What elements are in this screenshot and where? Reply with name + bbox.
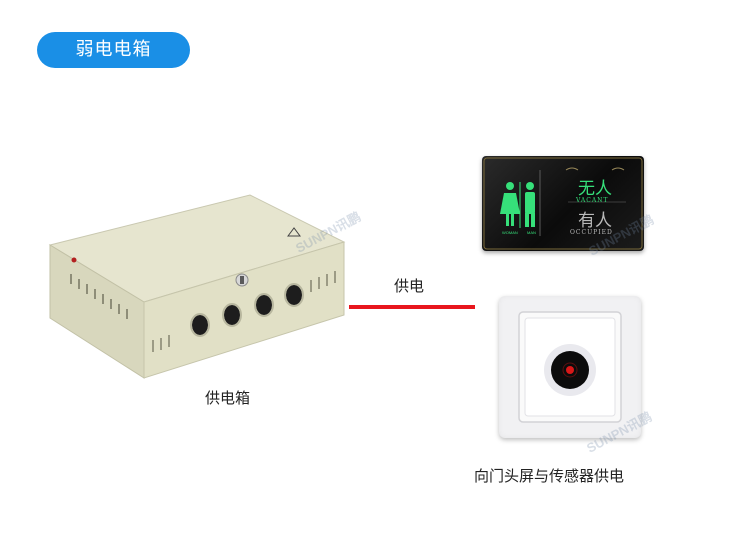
power-box-label: 供电箱 bbox=[205, 389, 251, 407]
occupied-cn-text: 有人 bbox=[578, 211, 612, 231]
section-title: 弱电电箱 bbox=[37, 32, 190, 68]
vacant-cn-text: 无人 bbox=[578, 179, 612, 199]
occupied-en-text: OCCUPIED bbox=[570, 229, 613, 236]
sensor-supply-label: 向门头屏与传感器供电 bbox=[474, 467, 625, 485]
power-supply-label: 供电 bbox=[394, 277, 425, 295]
woman-text: WOMAN bbox=[502, 230, 518, 235]
door-sign-screen: 无人 VACANT 有人 OCCUPIED WOMAN MAN bbox=[482, 156, 644, 251]
power-supply-box-image bbox=[42, 190, 347, 380]
presence-sensor-image bbox=[499, 296, 641, 438]
man-text: MAN bbox=[527, 230, 536, 235]
vacant-en-text: VACANT bbox=[576, 197, 609, 204]
power-line bbox=[349, 305, 475, 309]
